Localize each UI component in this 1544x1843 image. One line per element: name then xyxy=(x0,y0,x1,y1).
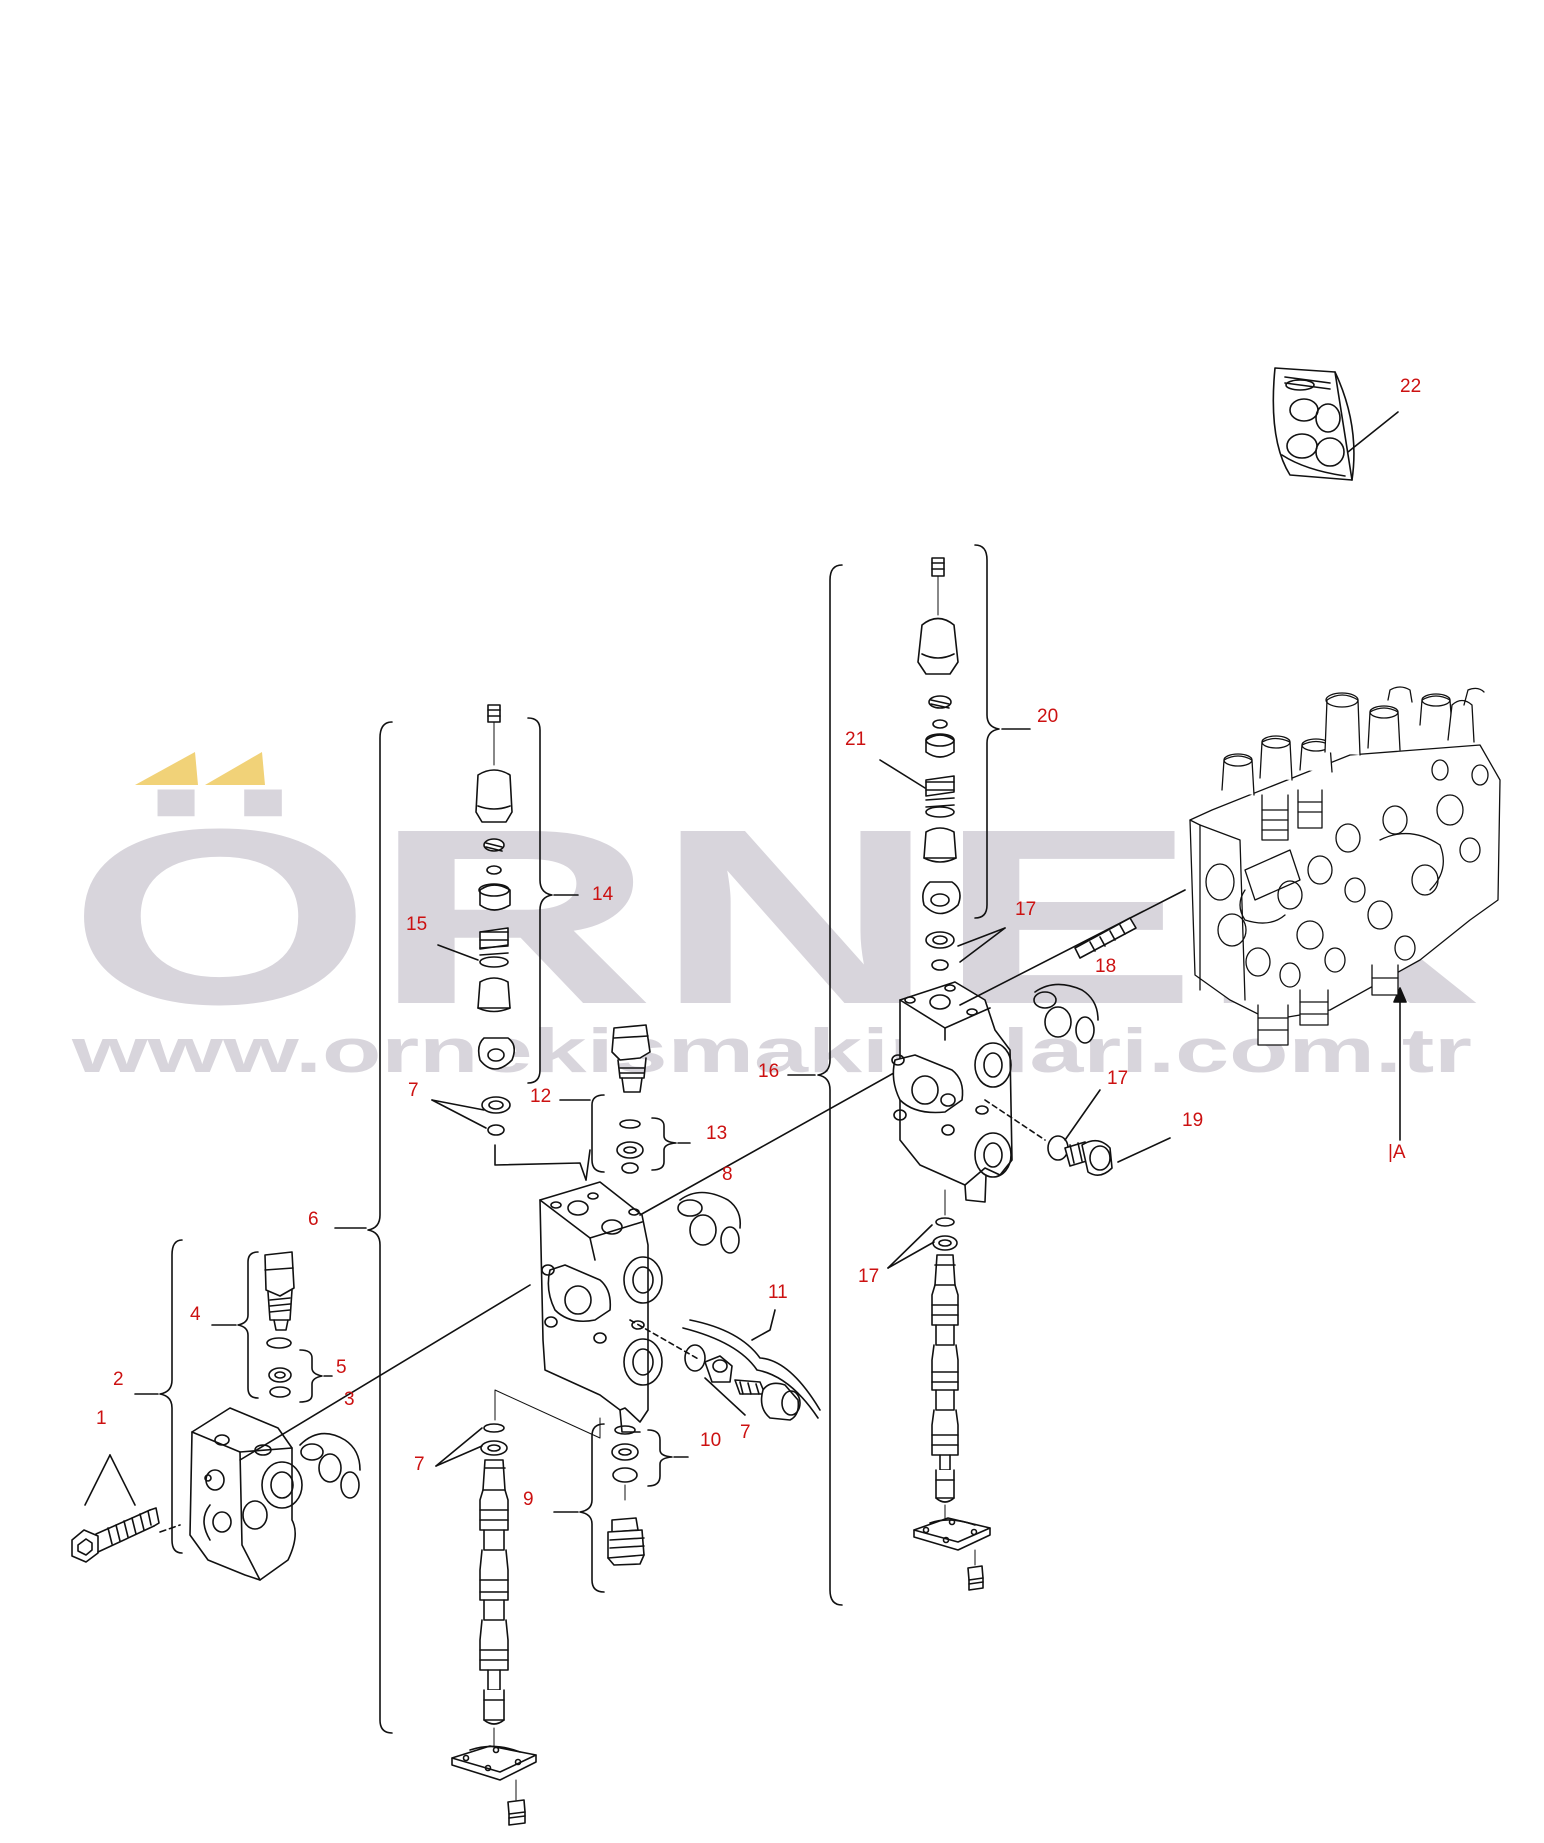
leader-7b-1 xyxy=(435,1427,483,1467)
check-valve-part-11 xyxy=(629,1309,821,1421)
relief-cartridge-part-4 xyxy=(264,1251,295,1398)
leader-8 xyxy=(639,1049,936,1216)
callout-15: 15 xyxy=(406,914,427,935)
callout-1: 1 xyxy=(96,1408,107,1429)
callout-20: 20 xyxy=(1037,706,1058,727)
spool-assembly-right xyxy=(913,1189,991,1591)
brace-16 xyxy=(817,564,843,1606)
callout-16: 16 xyxy=(758,1061,779,1082)
brace-5 xyxy=(299,1349,323,1403)
valve-body-part-16 xyxy=(891,981,1013,1203)
end-cover-part-3 xyxy=(189,1407,303,1581)
leader-22 xyxy=(1347,411,1399,453)
leader-17c-2 xyxy=(887,1241,935,1269)
bolt-part-1 xyxy=(71,1454,160,1563)
callout-17a: 17 xyxy=(1015,899,1036,920)
seal-set-part-13 xyxy=(616,1119,644,1174)
callout-19: 19 xyxy=(1182,1110,1203,1131)
brace-20 xyxy=(974,544,1000,919)
centerline-endcover xyxy=(159,1524,181,1533)
brace-4 xyxy=(237,1251,259,1399)
leader-15 xyxy=(437,944,479,961)
callout-4: 4 xyxy=(190,1304,201,1325)
callout-7a: 7 xyxy=(408,1080,419,1101)
callout-8: 8 xyxy=(722,1164,733,1185)
plug-part-19 xyxy=(984,1099,1171,1176)
centerline-spool xyxy=(494,1389,601,1439)
brace-14 xyxy=(527,717,553,1084)
valve-body-part-6 xyxy=(539,1181,663,1433)
callout-6: 6 xyxy=(308,1209,319,1230)
callout-9: 9 xyxy=(523,1489,534,1510)
leader-3 xyxy=(239,1284,531,1461)
callout-10: 10 xyxy=(700,1430,721,1451)
callout-3: 3 xyxy=(344,1389,355,1410)
oring-set-part-3 xyxy=(299,1432,361,1499)
callout-5: 5 xyxy=(336,1357,347,1378)
oring-set-right xyxy=(1033,983,1099,1044)
centerline-14 xyxy=(494,1144,587,1181)
callout-assembly-A: |A xyxy=(1388,1142,1406,1163)
callout-14: 14 xyxy=(592,884,614,905)
umlaut-dot-left xyxy=(135,752,198,785)
relief-plug-part-12 xyxy=(559,1024,651,1173)
umlaut-dot-right xyxy=(205,752,265,785)
brace-13 xyxy=(651,1117,677,1171)
leader-17b xyxy=(1064,1089,1101,1141)
leader-17a-1 xyxy=(957,927,1006,947)
relief-valve-stack-part-20 xyxy=(917,557,961,971)
leader-17a-2 xyxy=(959,927,1006,963)
callout-11: 11 xyxy=(768,1282,788,1303)
oring-set-middle xyxy=(677,1191,742,1254)
watermark-url: www.ornekismakinalari.com.tr xyxy=(70,1017,1472,1086)
brace-10 xyxy=(647,1429,673,1487)
callout-7c: 7 xyxy=(740,1422,751,1443)
spool-assembly-middle xyxy=(451,1389,601,1826)
centerline-12 xyxy=(585,1149,591,1181)
callout-labels: 1 2 3 4 5 6 7 7 7 8 9 10 11 12 13 14 15 … xyxy=(96,376,1421,1510)
callout-7b: 7 xyxy=(414,1454,425,1475)
leader-7a-2 xyxy=(431,1099,487,1129)
leader-7b-2 xyxy=(435,1445,483,1467)
brace-9 xyxy=(579,1423,605,1593)
leader-7a-1 xyxy=(431,1099,485,1111)
brace-2 xyxy=(159,1239,183,1554)
callout-2: 2 xyxy=(113,1369,124,1390)
decal-part-22 xyxy=(1272,367,1355,481)
relief-valve-stack-part-14 xyxy=(475,704,516,1136)
brace-6 xyxy=(367,721,393,1734)
leader-7c xyxy=(704,1377,746,1416)
callout-17c: 17 xyxy=(858,1266,879,1287)
callout-12: 12 xyxy=(530,1086,551,1107)
leader-17c-1 xyxy=(887,1224,933,1269)
leader-21 xyxy=(879,759,926,789)
callout-21: 21 xyxy=(845,729,866,750)
leader-18 xyxy=(959,889,1186,1006)
pin-part-18 xyxy=(1074,917,1137,959)
callout-18: 18 xyxy=(1095,956,1116,977)
valve-assembly-A xyxy=(1189,686,1501,1046)
relief-valve-part-9 xyxy=(607,1425,645,1566)
callout-22: 22 xyxy=(1400,376,1421,397)
callout-17b: 17 xyxy=(1107,1068,1128,1089)
callout-13: 13 xyxy=(706,1123,727,1144)
